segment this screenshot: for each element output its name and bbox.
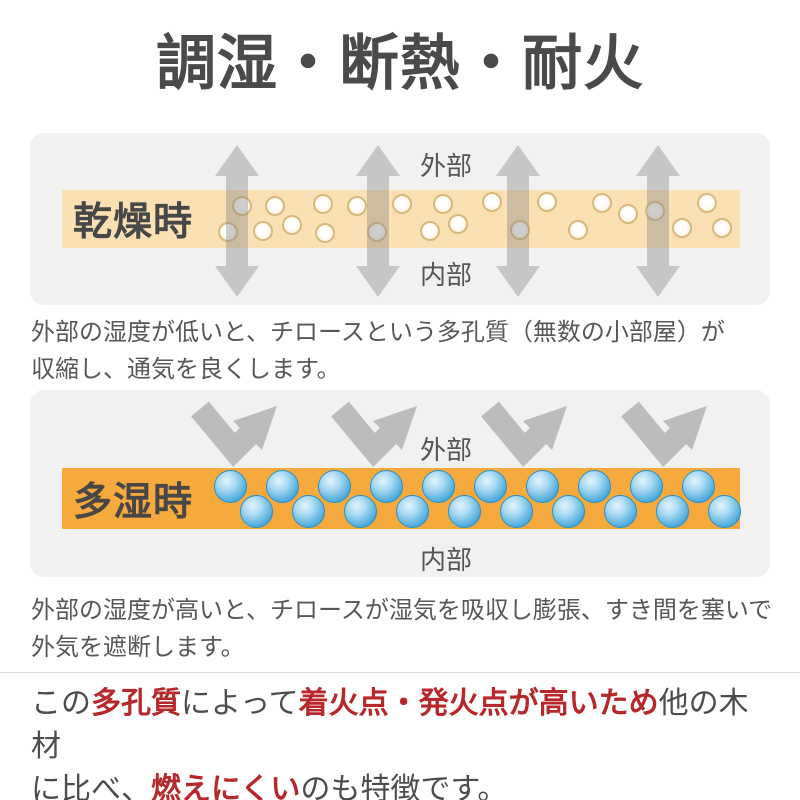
moisture-bubble-icon [500, 495, 533, 528]
pore-icon [448, 214, 468, 234]
dry-caption-line-2: 収縮し、通気を良くします。 [31, 356, 341, 383]
pore-icon [218, 222, 238, 242]
double-arrow-icon [496, 145, 540, 297]
bounce-arrow-icon [331, 401, 417, 468]
pore-icon [282, 215, 302, 235]
pore-icon [568, 220, 588, 240]
double-arrow-icon [636, 145, 680, 297]
dry-inside-label: 内部 [420, 260, 473, 290]
moisture-bubble-icon [552, 495, 585, 528]
dry-outside-label: 外部 [420, 151, 473, 181]
moisture-bubble-icon [448, 495, 481, 528]
pore-icon [232, 196, 252, 216]
pore-icon [510, 220, 530, 240]
moisture-bubble-icon [344, 495, 377, 528]
pore-icon [313, 194, 333, 214]
footer-plain-segment: のも特徴です。 [300, 773, 508, 800]
pore-icon [592, 193, 612, 213]
double-arrow-icon [356, 145, 400, 297]
moisture-bubble-icon [682, 470, 715, 503]
moisture-bubble-icon [708, 495, 741, 528]
double-arrow-icon [215, 145, 259, 297]
humid-outside-label: 外部 [420, 435, 473, 465]
bounce-arrow-icon [621, 401, 707, 468]
pore-icon [645, 201, 665, 221]
moisture-bubble-icon [318, 470, 351, 503]
humid-caption: 外部の湿度が高いと、チロースが湿気を吸収し膨張、すき間を塞いで 外気を遮断します… [31, 592, 773, 666]
section-divider [0, 672, 800, 673]
pore-icon [433, 194, 453, 214]
pore-icon [392, 194, 412, 214]
moisture-bubble-icon [422, 470, 455, 503]
moisture-bubble-icon [578, 470, 611, 503]
humid-caption-line-1: 外部の湿度が高いと、チロースが湿気を吸収し膨張、すき間を塞いで [31, 597, 773, 624]
moisture-bubble-icon [526, 470, 559, 503]
pore-icon [315, 223, 335, 243]
moisture-bubble-icon [396, 495, 429, 528]
page-title: 調湿・断熱・耐火 [156, 30, 644, 97]
bounce-arrow-icon [191, 401, 277, 468]
moisture-bubble-icon [474, 470, 507, 503]
moisture-bubble-icon [604, 495, 637, 528]
moisture-bubble-icon [656, 495, 689, 528]
pore-icon [618, 204, 638, 224]
humid-band-label: 多湿時 [73, 480, 194, 524]
footer-text: この多孔質によって着火点・発火点が高いため他の木材に比べ、燃えにくいのも特徴です… [31, 682, 775, 800]
footer-highlight-segment: 着火点・発火点が高いため [298, 687, 659, 720]
dry-caption-line-1: 外部の湿度が低いと、チロースという多孔質（無数の小部屋）が [31, 319, 725, 346]
moisture-bubble-icon [240, 495, 273, 528]
pore-icon [367, 222, 387, 242]
moisture-bubble-icon [214, 470, 247, 503]
footer-plain-segment: この [31, 687, 91, 720]
pore-icon [253, 221, 273, 241]
moisture-bubble-icon [370, 470, 403, 503]
moisture-bubble-icon [292, 495, 325, 528]
footer-highlight-segment: 多孔質 [91, 687, 181, 720]
footer-plain-segment: 他の木材 [31, 687, 749, 763]
bounce-arrow-icon [481, 401, 567, 468]
pore-icon [420, 221, 440, 241]
footer-highlight-segment: 燃えにくい [151, 773, 301, 800]
pore-icon [697, 193, 717, 213]
moisture-bubble-icon [630, 470, 663, 503]
pore-icon [712, 218, 732, 238]
footer-plain-segment: によって [181, 687, 299, 720]
moisture-bubble-icon [266, 470, 299, 503]
humid-caption-line-2: 外気を遮断します。 [31, 634, 245, 661]
dry-band-label: 乾燥時 [73, 201, 194, 244]
humid-inside-label: 内部 [420, 545, 473, 575]
pore-icon [265, 196, 285, 216]
footer-plain-segment: に比べ、 [31, 773, 151, 800]
dry-caption: 外部の湿度が低いと、チロースという多孔質（無数の小部屋）が 収縮し、通気を良くし… [31, 314, 773, 388]
pore-icon [347, 196, 367, 216]
pore-icon [672, 218, 692, 238]
pore-icon [482, 192, 502, 212]
pore-icon [537, 192, 557, 212]
